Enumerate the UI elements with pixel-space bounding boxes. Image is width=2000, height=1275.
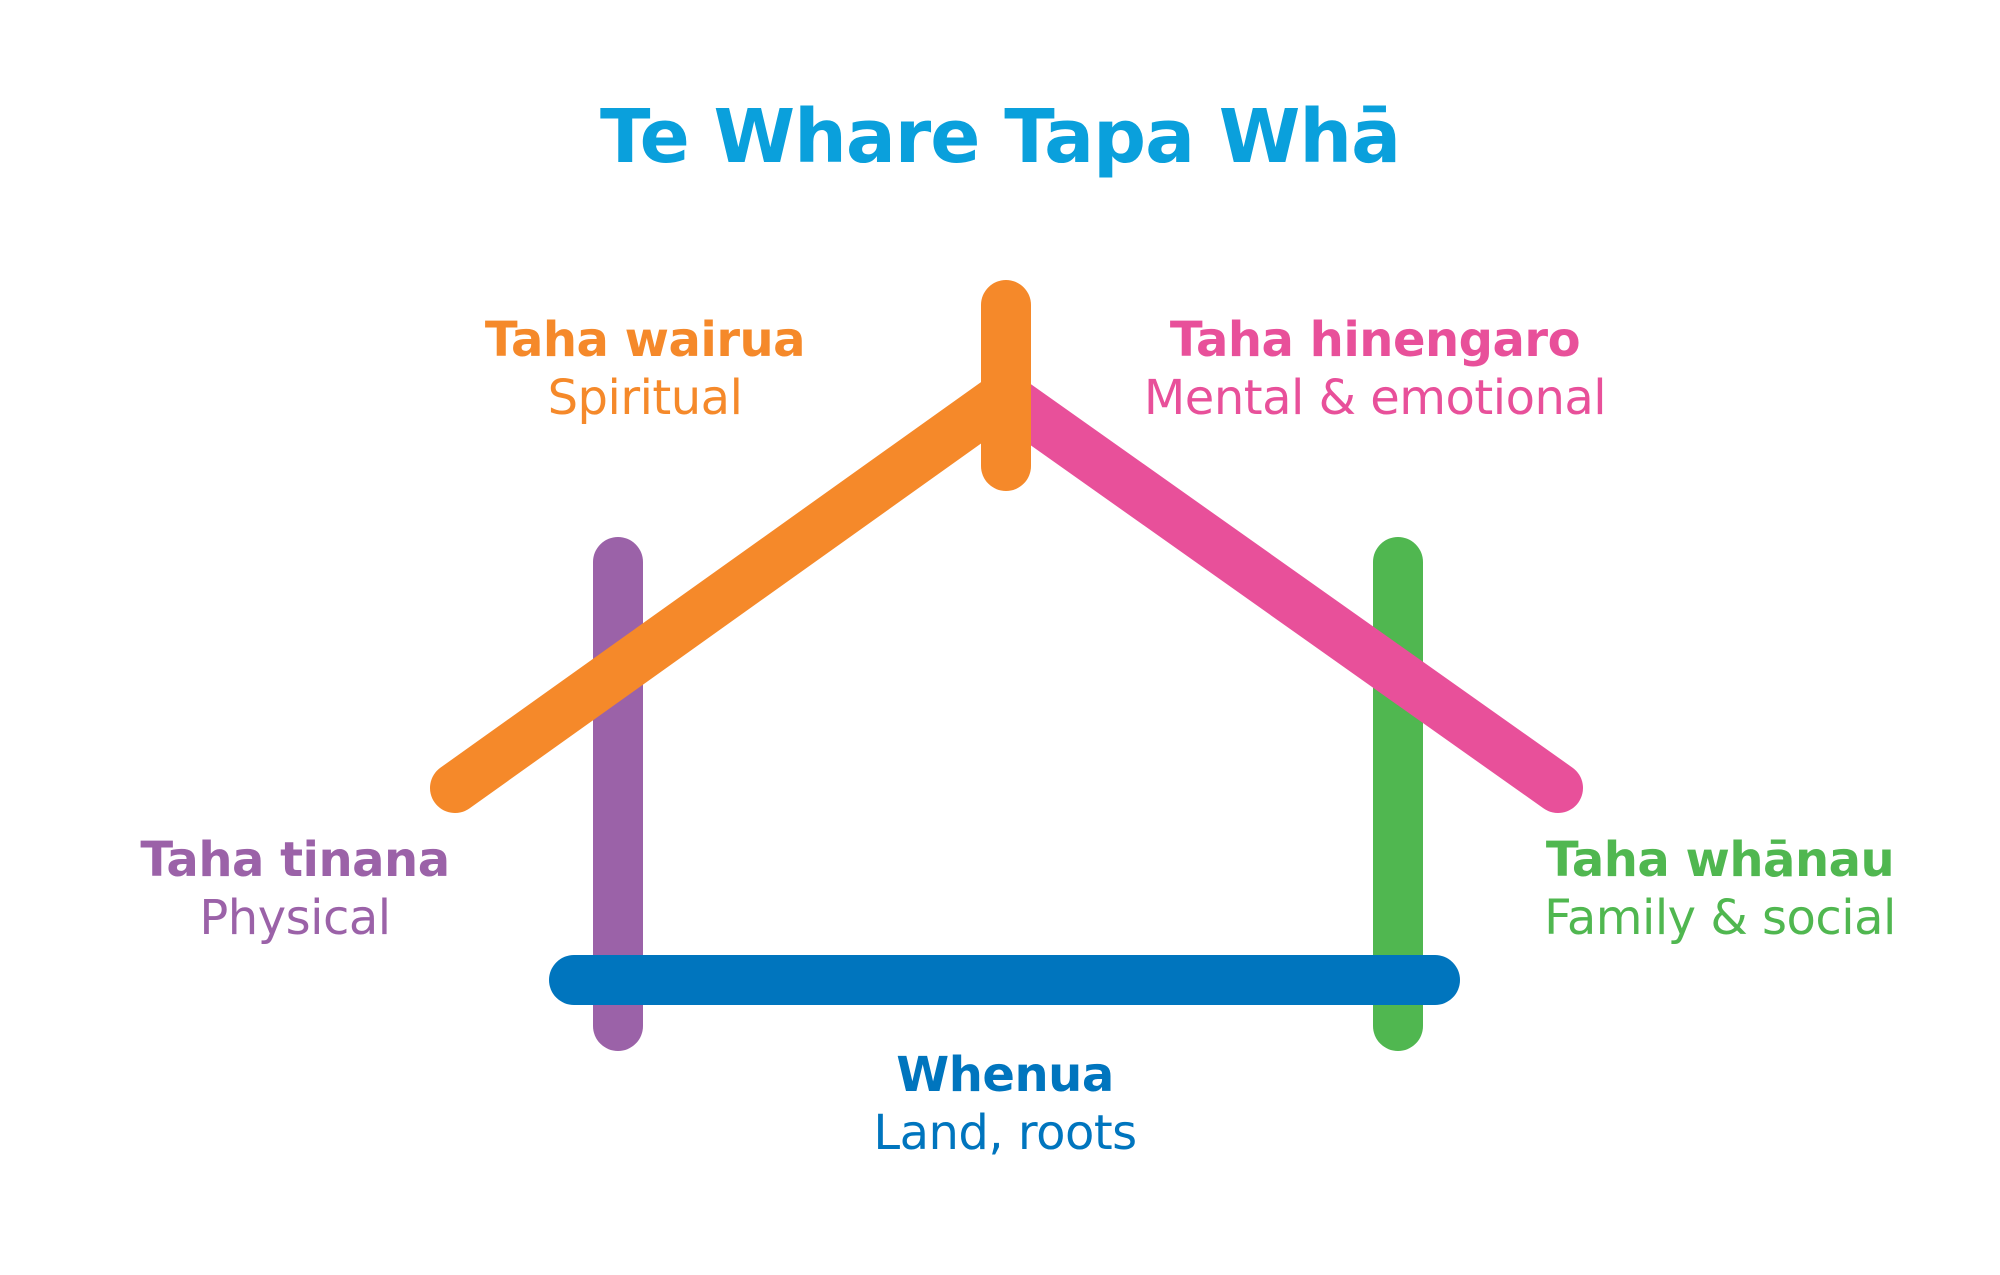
dimension-description: Mental & emotional xyxy=(1143,369,1607,426)
roof-left xyxy=(430,370,1031,813)
dimension-name: Taha whānau xyxy=(1545,832,1895,888)
roof-right xyxy=(985,375,1583,813)
dimension-description: Physical xyxy=(199,889,391,946)
label-taha-wairua: Taha wairua Spiritual xyxy=(345,312,945,427)
dimension-name: Whenua xyxy=(896,1047,1114,1103)
page-title: Te Whare Tapa Whā xyxy=(599,94,1401,180)
label-taha-tinana: Taha tinana Physical xyxy=(0,832,595,947)
label-taha-hinengaro: Taha hinengaro Mental & emotional xyxy=(1075,312,1675,427)
dimension-name: Taha wairua xyxy=(484,312,806,368)
label-taha-whanau: Taha whānau Family & social xyxy=(1420,832,2000,947)
dimension-name: Taha tinana xyxy=(140,832,450,888)
label-whenua: Whenua Land, roots xyxy=(705,1047,1305,1162)
dimension-name: Taha hinengaro xyxy=(1169,312,1581,368)
dimension-description: Spiritual xyxy=(547,369,743,426)
dimension-description: Land, roots xyxy=(873,1104,1137,1161)
dimension-description: Family & social xyxy=(1544,889,1896,946)
